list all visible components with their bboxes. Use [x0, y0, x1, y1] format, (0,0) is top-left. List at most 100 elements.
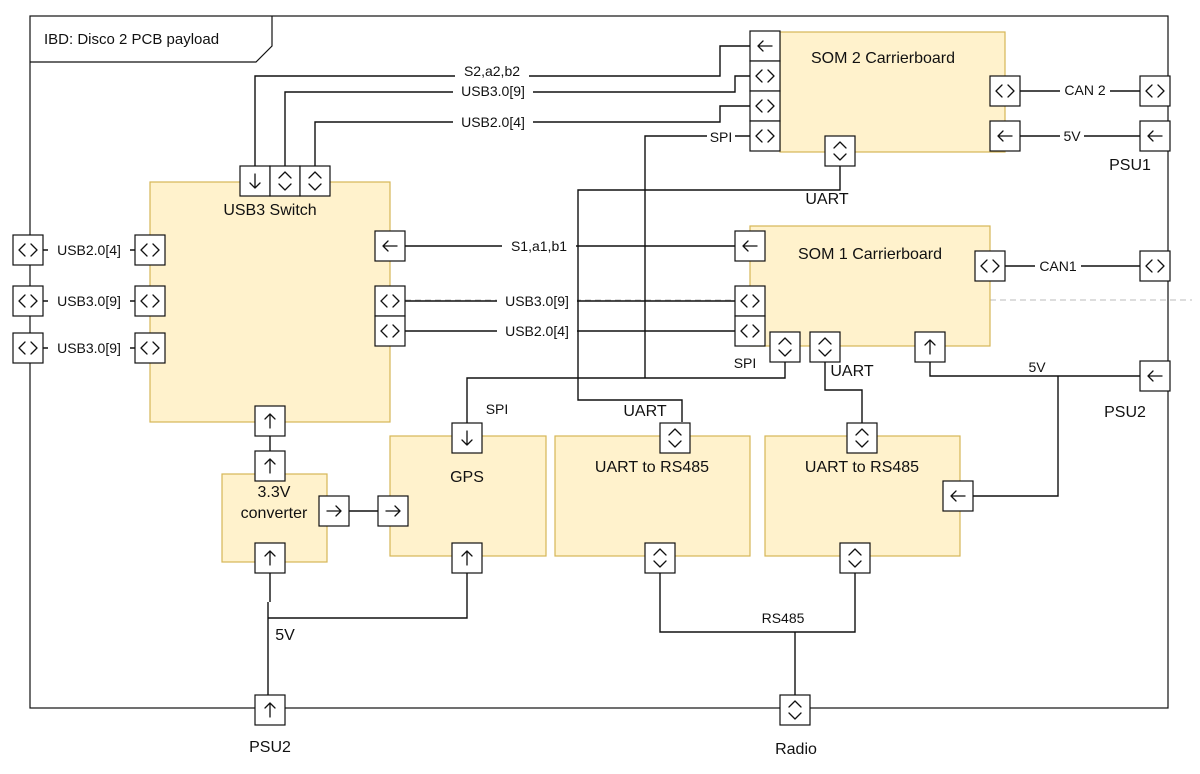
label-spi-som1: SPI	[734, 355, 757, 371]
rs485b-port-5v[interactable]	[942, 480, 974, 512]
rs485a-port-uart[interactable]	[659, 422, 691, 454]
switch-port-s1[interactable]	[374, 230, 406, 262]
som2-port-5v[interactable]	[989, 120, 1021, 152]
uart-rs485-a-title: UART to RS485	[595, 459, 709, 476]
som2-port-spi[interactable]	[749, 120, 781, 152]
wire-uart-som1	[824, 362, 863, 423]
ext-port-can1[interactable]	[1139, 250, 1171, 282]
double-chevron-icon	[140, 243, 160, 257]
label-usb3-top: USB3.0[9]	[461, 83, 525, 99]
label-psu2-bottom: PSU2	[249, 739, 291, 756]
double-chevron-vertical-icon	[278, 171, 292, 191]
double-chevron-vertical-icon	[668, 428, 682, 448]
label-psu1: PSU1	[1109, 157, 1151, 174]
wire-5v-som1	[929, 362, 1140, 377]
uart-rs485-a-block[interactable]	[554, 435, 751, 557]
converter-port-in[interactable]	[254, 542, 286, 574]
double-chevron-icon	[740, 324, 760, 338]
wires	[43, 45, 1140, 695]
double-chevron-icon	[380, 324, 400, 338]
ext-port-radio[interactable]	[779, 694, 811, 726]
double-chevron-icon	[1145, 259, 1165, 273]
rs485b-port-uart[interactable]	[846, 422, 878, 454]
wire-spi-gps	[466, 362, 786, 423]
gps-block[interactable]	[389, 435, 547, 557]
switch-port-power[interactable]	[254, 405, 286, 437]
rs485b-port-rs485[interactable]	[839, 542, 871, 574]
som1-port-5v[interactable]	[914, 331, 946, 363]
usb3-switch-block[interactable]	[149, 181, 391, 423]
som1-port-uart[interactable]	[809, 331, 841, 363]
gps-port-3v3[interactable]	[377, 495, 409, 527]
double-chevron-icon	[140, 294, 160, 308]
arrow-right-icon	[385, 505, 401, 517]
double-chevron-icon	[755, 129, 775, 143]
som2-port-uart[interactable]	[824, 135, 856, 167]
label-usb3-mid: USB3.0[9]	[505, 293, 569, 309]
switch-port-usb3[interactable]	[269, 165, 301, 197]
converter-title-line2: converter	[241, 505, 308, 522]
wire-5v-rs485	[973, 376, 1059, 497]
arrow-left-icon	[1147, 130, 1163, 142]
som2-port-can2[interactable]	[989, 75, 1021, 107]
label-s1-bus: S1,a1,b1	[511, 238, 567, 254]
rs485a-port-rs485[interactable]	[644, 542, 676, 574]
double-chevron-icon	[18, 243, 38, 257]
wire-5v-gps	[268, 573, 468, 619]
ext-port-usb2[interactable]	[12, 234, 44, 266]
gps-port-spi[interactable]	[451, 422, 483, 454]
label-can1: CAN1	[1039, 258, 1077, 274]
switch-port-usb3-som1[interactable]	[374, 285, 406, 317]
double-chevron-vertical-icon	[653, 548, 667, 568]
switch-port-ext-usb3-b[interactable]	[134, 332, 166, 364]
double-chevron-icon	[18, 294, 38, 308]
som1-port-s1[interactable]	[734, 230, 766, 262]
som1-title: SOM 1 Carrierboard	[798, 246, 942, 263]
converter-port-out-right[interactable]	[318, 495, 350, 527]
switch-port-ext-usb2[interactable]	[134, 234, 166, 266]
label-can2: CAN 2	[1064, 82, 1105, 98]
som1-carrierboard-block[interactable]	[749, 225, 991, 347]
label-uart-som1: UART	[830, 363, 873, 380]
ext-port-can2[interactable]	[1139, 75, 1171, 107]
ext-port-psu2-right[interactable]	[1139, 360, 1171, 392]
gps-title: GPS	[450, 469, 484, 486]
ext-port-usb3-a[interactable]	[12, 285, 44, 317]
switch-port-usb2-som1[interactable]	[374, 315, 406, 347]
ext-port-psu2-bottom[interactable]	[254, 694, 286, 726]
double-chevron-icon	[140, 341, 160, 355]
ext-port-psu1[interactable]	[1139, 120, 1171, 152]
label-spi-gps: SPI	[486, 401, 509, 417]
wire-usb3-top	[284, 75, 750, 166]
label-5v-psu1: 5V	[1063, 128, 1081, 144]
arrow-up-icon	[461, 550, 473, 566]
converter-port-out-top[interactable]	[254, 450, 286, 482]
wire-rs485-bus	[659, 573, 856, 633]
arrow-left-icon	[997, 130, 1013, 142]
som2-port-s2-in[interactable]	[749, 30, 781, 62]
arrow-up-icon	[264, 413, 276, 429]
wire-s2	[254, 45, 750, 166]
gps-port-5v[interactable]	[451, 542, 483, 574]
label-ext-usb3-b: USB3.0[9]	[57, 340, 121, 356]
som2-port-usb2[interactable]	[749, 90, 781, 122]
switch-port-ext-usb3-a[interactable]	[134, 285, 166, 317]
som1-port-spi[interactable]	[769, 331, 801, 363]
arrow-left-icon	[757, 40, 773, 52]
som1-port-usb2[interactable]	[734, 315, 766, 347]
switch-port-usb2[interactable]	[299, 165, 331, 197]
label-rs485: RS485	[762, 610, 805, 626]
som1-port-can1[interactable]	[974, 250, 1006, 282]
uart-rs485-b-title: UART to RS485	[805, 459, 919, 476]
converter-title-line1: 3.3V	[258, 484, 291, 501]
som1-port-usb3[interactable]	[734, 285, 766, 317]
switch-port-s2-out[interactable]	[239, 165, 271, 197]
ext-port-usb3-b[interactable]	[12, 332, 44, 364]
uart-rs485-b-block[interactable]	[764, 435, 961, 557]
arrow-left-icon	[1147, 370, 1163, 382]
som2-port-usb3[interactable]	[749, 60, 781, 92]
double-chevron-vertical-icon	[818, 337, 832, 357]
double-chevron-icon	[1145, 84, 1165, 98]
label-radio: Radio	[775, 741, 817, 758]
